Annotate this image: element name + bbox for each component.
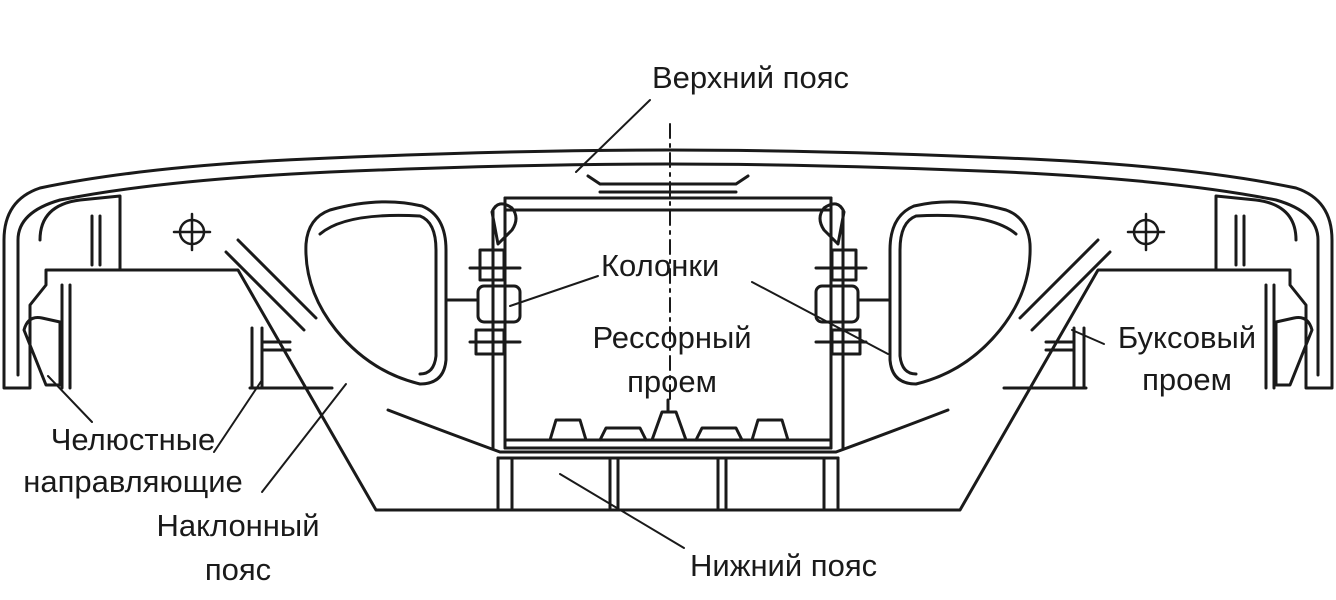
right-inclined-chord bbox=[1018, 238, 1112, 332]
label-inclined-chord-line2: пояс bbox=[204, 552, 272, 587]
spring-seat bbox=[503, 438, 833, 450]
leader-jaw-guides-1 bbox=[47, 375, 93, 423]
right-column bbox=[814, 202, 868, 356]
label-bottom-chord: Нижний пояс bbox=[690, 548, 878, 583]
bottom-chord bbox=[386, 408, 950, 460]
left-window bbox=[304, 200, 448, 386]
left-inclined-chord bbox=[224, 238, 318, 332]
leader-lines bbox=[47, 99, 1105, 549]
right-jaw-pocket bbox=[1214, 194, 1298, 272]
spring-opening bbox=[503, 196, 833, 212]
leader-top-chord bbox=[575, 99, 651, 173]
label-top-chord: Верхний пояс bbox=[652, 60, 849, 95]
leader-columns-right bbox=[751, 281, 889, 355]
leader-bottom-chord bbox=[559, 473, 685, 549]
left-hole bbox=[172, 212, 212, 252]
left-jaw-guide bbox=[248, 326, 334, 390]
right-hole bbox=[1126, 212, 1166, 252]
left-jaw-pocket bbox=[38, 194, 122, 272]
label-spring-opening-line1: Рессорный bbox=[592, 320, 752, 355]
leader-columns-left bbox=[509, 275, 599, 307]
leader-jaw-guides-2 bbox=[213, 379, 263, 453]
top-pad bbox=[586, 174, 750, 194]
label-jaw-guides-line1: Челюстные bbox=[50, 422, 216, 457]
leader-inclined-chord bbox=[261, 383, 347, 493]
frame-outline bbox=[2, 148, 1334, 512]
label-spring-opening-line2: проем bbox=[627, 364, 717, 399]
leader-axlebox bbox=[1071, 329, 1105, 345]
label-jaw-guides-line2: направляющие bbox=[23, 464, 243, 499]
label-axlebox-opening-line1: Буксовый bbox=[1117, 320, 1257, 355]
label-inclined-chord-line1: Наклонный bbox=[156, 508, 320, 543]
right-jaw-guide bbox=[1002, 326, 1088, 390]
label-axlebox-opening-line2: проем bbox=[1142, 362, 1232, 397]
left-column bbox=[468, 202, 522, 356]
top-chord-inner bbox=[58, 162, 1320, 377]
label-columns: Колонки bbox=[601, 248, 720, 283]
right-window bbox=[888, 200, 1032, 386]
